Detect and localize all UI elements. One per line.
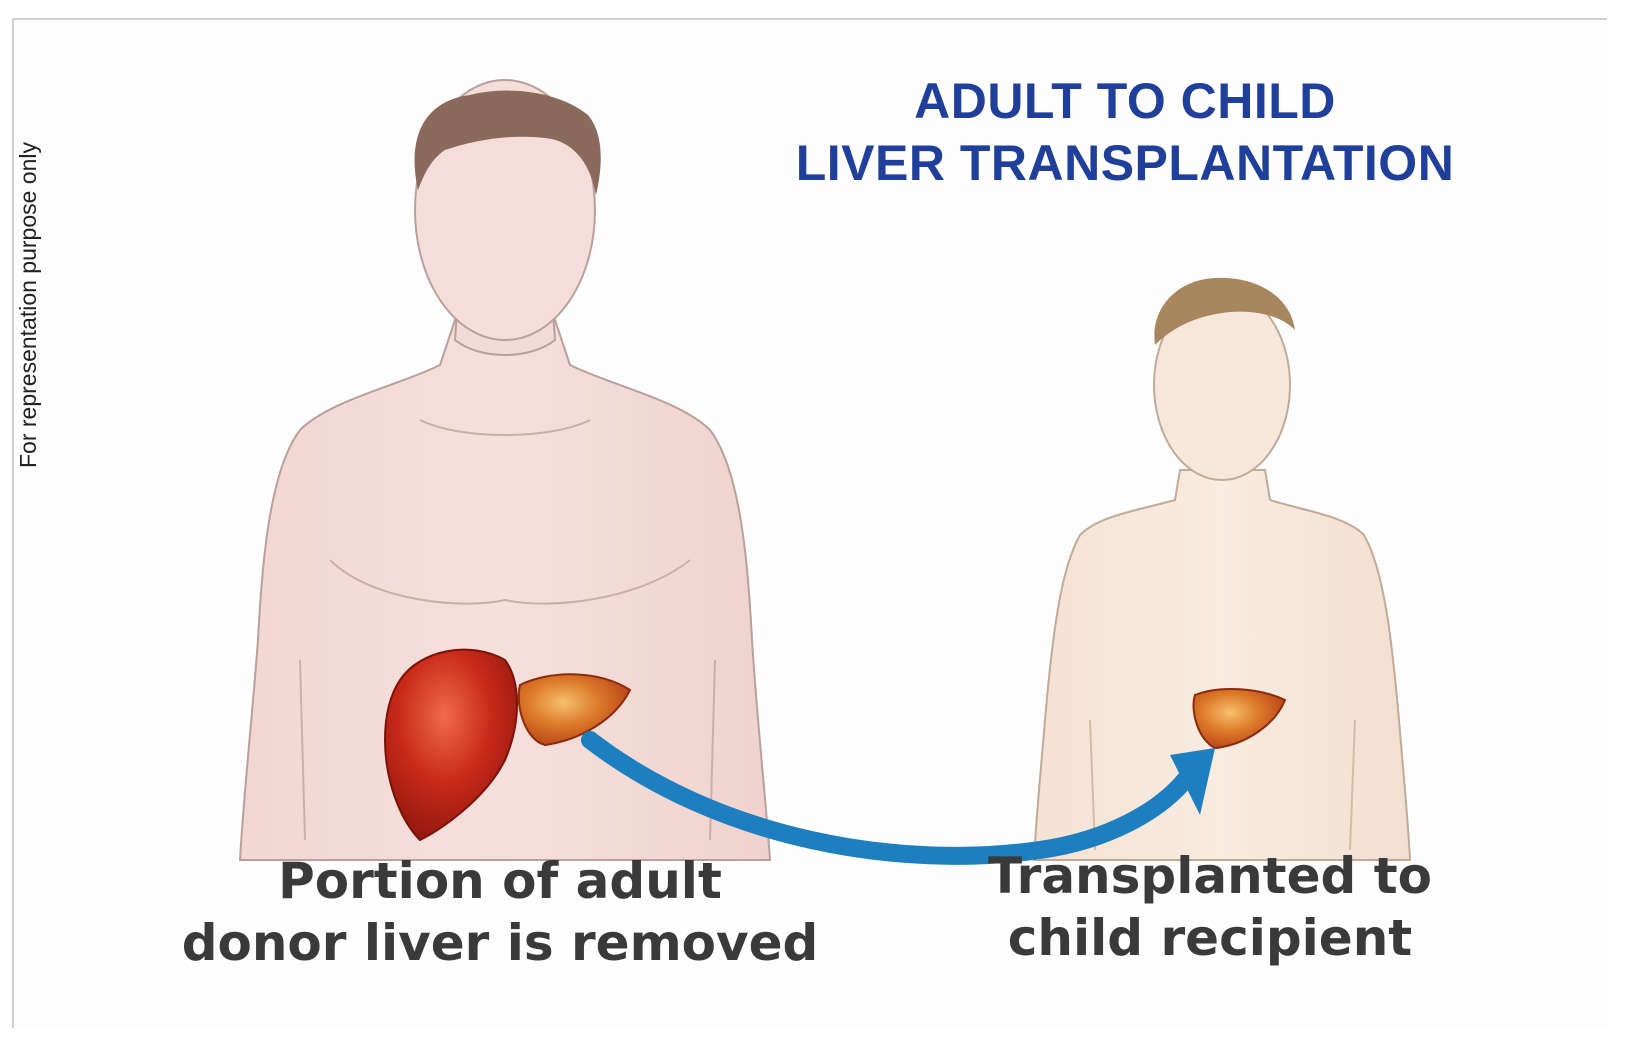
donor-caption-line-2: donor liver is removed [180,912,820,974]
adult-body [240,320,770,860]
recipient-caption-line-2: child recipient [980,907,1440,969]
child-body [1034,470,1410,860]
diagram-title: ADULT TO CHILD LIVER TRANSPLANTATION [740,70,1510,194]
title-line-1: ADULT TO CHILD [740,70,1510,132]
donor-caption-line-1: Portion of adult [180,850,820,912]
donor-caption: Portion of adult donor liver is removed [180,850,820,974]
representation-note: For representation purpose only [15,65,45,545]
recipient-caption: Transplanted to child recipient [980,845,1440,969]
title-line-2: LIVER TRANSPLANTATION [740,132,1510,194]
child-figure [1034,278,1410,860]
recipient-caption-line-1: Transplanted to [980,845,1440,907]
